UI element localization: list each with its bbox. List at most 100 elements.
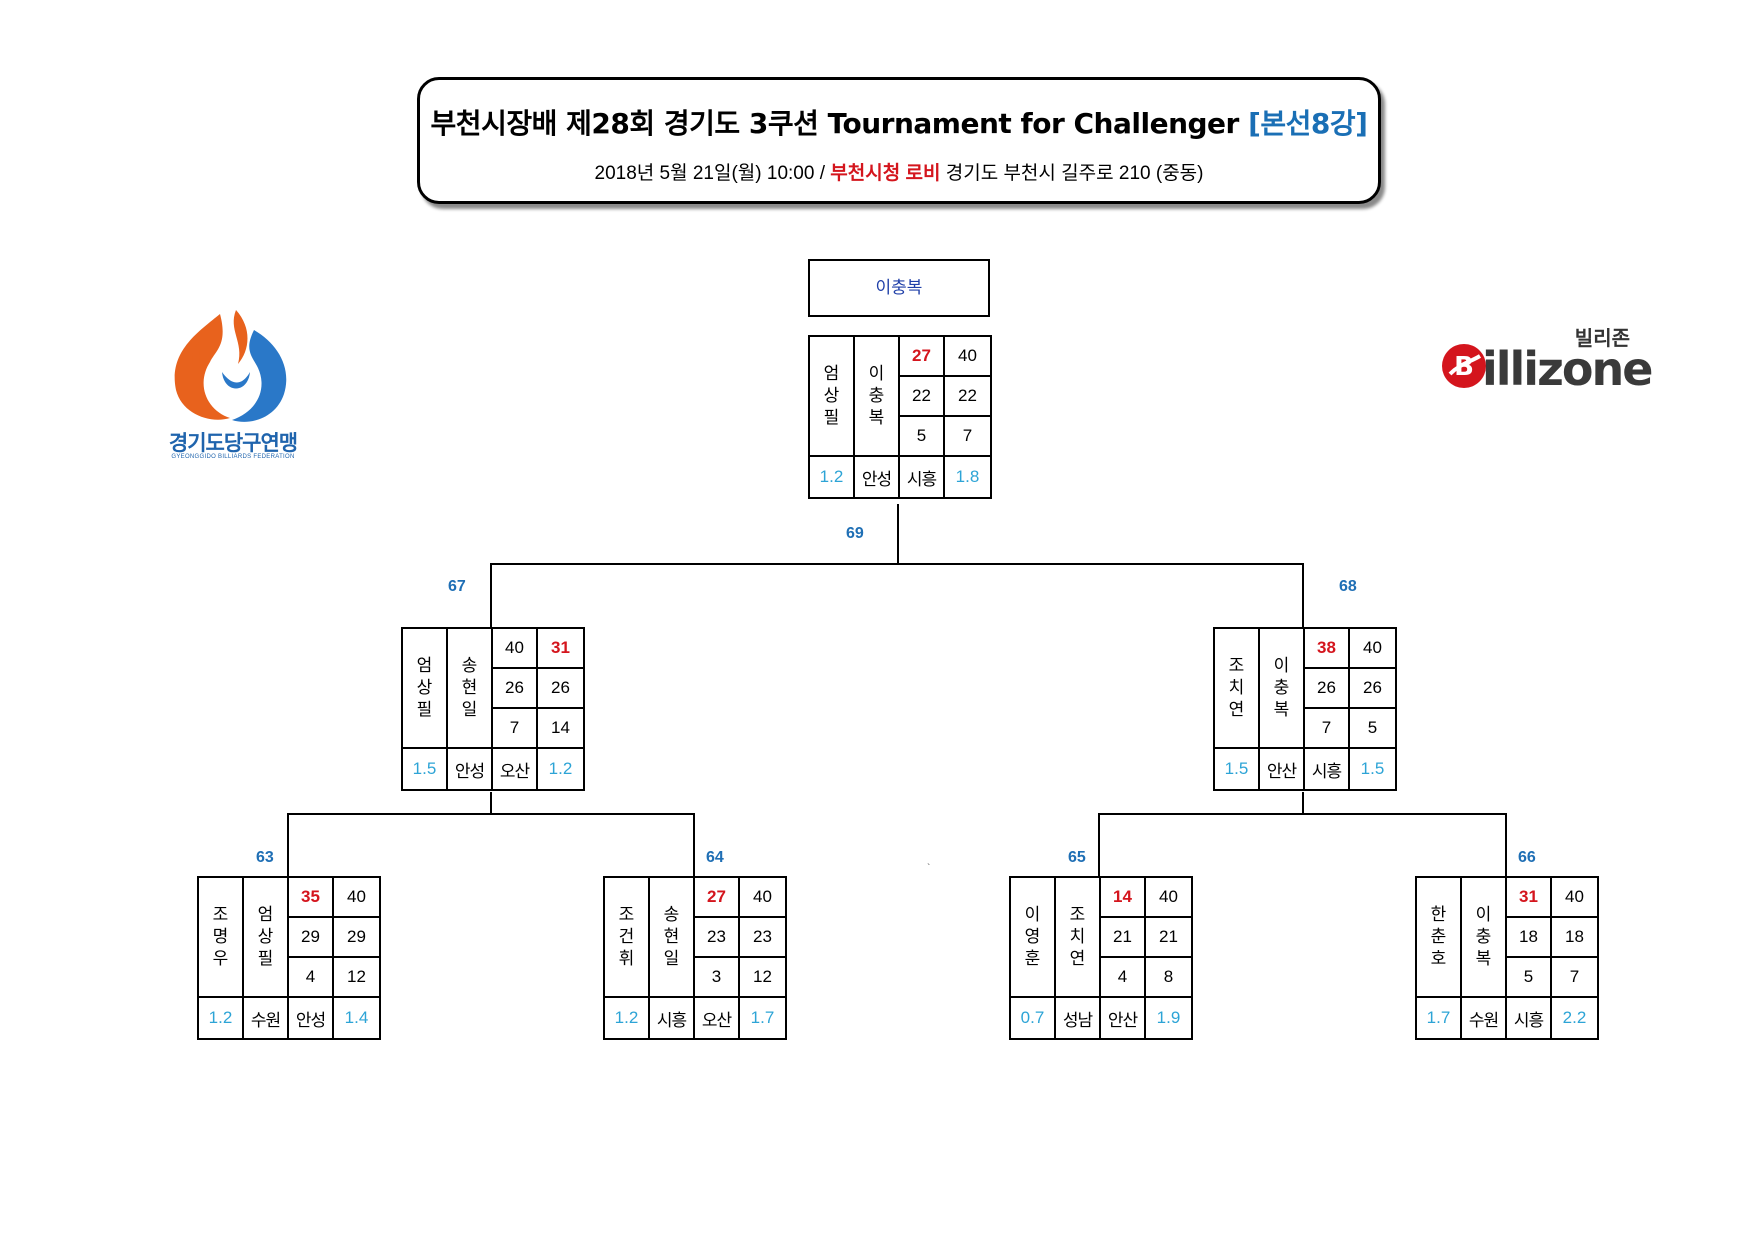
left-target: 21 [1101,918,1146,958]
right-target: 18 [1552,918,1597,958]
right-target: 22 [945,377,990,417]
stray-mark: ` [927,863,931,874]
left-score: 27 [900,337,945,377]
right-target: 26 [538,669,583,709]
right-target: 29 [334,918,379,958]
right-score: 31 [538,629,583,669]
right-city: 안산 [1101,998,1146,1038]
bracket-line [1098,813,1100,877]
right-score: 40 [1552,878,1597,918]
right-score: 40 [334,878,379,918]
left-target: 22 [900,377,945,417]
match-number-68: 68 [1339,578,1357,595]
left-target: 26 [493,669,538,709]
match-number-64: 64 [706,849,724,866]
left-innings: 5 [900,417,945,457]
bracket-line [287,813,695,815]
federation-logo: 경기도당구연맹 GYEONGGIDO BILLIARDS FEDERATION [158,302,308,467]
right-average: 2.2 [1562,1008,1587,1027]
right-average: 1.7 [750,1008,775,1027]
right-target: 23 [740,918,785,958]
left-city: 안성 [448,749,493,789]
left-average: 0.7 [1011,998,1056,1038]
champion-box: 이충복 [808,259,990,317]
right-innings: 7 [945,417,990,457]
right-innings: 12 [334,958,379,998]
right-average: 1.2 [548,759,573,778]
right-score: 40 [740,878,785,918]
billizone-wordmark: illizone [1482,342,1653,396]
bracket-line [490,792,492,814]
right-average: 1.8 [955,467,980,486]
left-city: 수원 [244,998,289,1038]
page-title: 부천시장배 제28회 경기도 3쿠션 Tournament for Challe… [420,102,1378,142]
left-target: 23 [695,918,740,958]
left-target: 29 [289,918,334,958]
left-target: 18 [1507,918,1552,958]
match-number-67: 67 [448,578,466,595]
billizone-logo: 빌리존 B illizone [1440,322,1653,402]
left-innings: 5 [1507,958,1552,998]
bracket-line [1302,792,1304,814]
bracket-line [1302,563,1304,628]
left-innings: 3 [695,958,740,998]
left-innings: 4 [289,958,334,998]
billiard-ball-icon: B [1442,344,1486,388]
left-score: 35 [289,878,334,918]
left-innings: 7 [1305,709,1350,749]
title-text: 부천시장배 제28회 경기도 3쿠션 Tournament for Challe… [430,107,1240,140]
bracket-line [693,813,695,877]
left-average: 1.5 [403,749,448,789]
title-box: 부천시장배 제28회 경기도 3쿠션 Tournament for Challe… [417,77,1381,204]
right-city: 시흥 [1305,749,1350,789]
bracket-line [897,504,899,564]
right-score: 40 [945,337,990,377]
right-score: 40 [1146,878,1191,918]
left-city: 성남 [1056,998,1101,1038]
left-average: 1.2 [605,998,650,1038]
bracket-line [1098,813,1507,815]
right-innings: 7 [1552,958,1597,998]
left-average: 1.2 [810,457,855,497]
title-round-tag: [본선8강] [1248,107,1368,140]
event-info: 2018년 5월 21일(월) 10:00 / 부천시청 로비 경기도 부천시 … [420,158,1378,185]
right-target: 21 [1146,918,1191,958]
right-city: 시흥 [1507,998,1552,1038]
federation-subtitle: GYEONGGIDO BILLIARDS FEDERATION [171,454,295,460]
left-average: 1.2 [199,998,244,1038]
bracket-line [490,563,492,628]
right-average: 1.4 [344,1008,369,1027]
match-number-63: 63 [256,849,274,866]
right-innings: 12 [740,958,785,998]
right-city: 오산 [493,749,538,789]
right-innings: 8 [1146,958,1191,998]
left-target: 26 [1305,669,1350,709]
right-innings: 14 [538,709,583,749]
flame-emblem-icon [174,310,287,422]
left-average: 1.7 [1417,998,1462,1038]
left-city: 안산 [1260,749,1305,789]
right-average: 1.5 [1360,759,1385,778]
left-average: 1.5 [1215,749,1260,789]
left-city: 수원 [1462,998,1507,1038]
right-average: 1.9 [1156,1008,1181,1027]
event-venue: 부천시청 로비 [830,163,941,184]
